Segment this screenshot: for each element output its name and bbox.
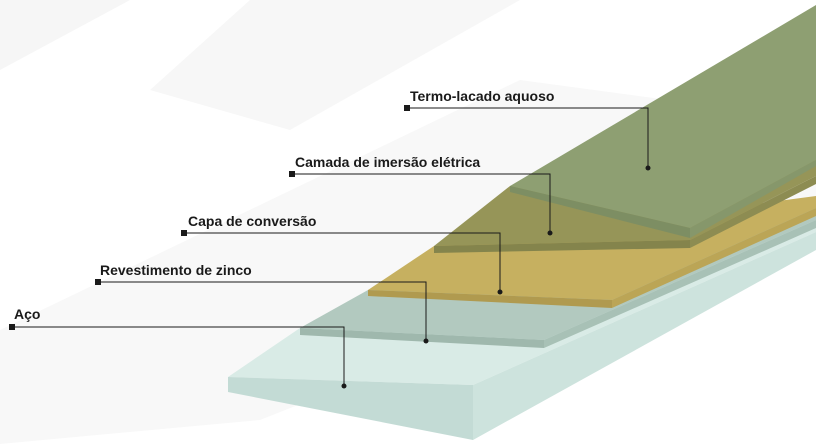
callout-electrodip-line (292, 173, 551, 233)
callout-powder-label: Termo-lacado aquoso (410, 88, 554, 104)
callout-powder-marker (404, 105, 410, 111)
callout-conversion-dot (497, 289, 503, 295)
callout-electrodip: Camada de imersão elétrica (289, 154, 553, 236)
callout-steel-label: Aço (14, 306, 40, 322)
callout-conversion: Capa de conversão (181, 213, 503, 295)
callout-zinc-marker (95, 279, 101, 285)
layer-powder-top (510, 5, 816, 228)
layer-steel-side (473, 232, 816, 440)
callout-electrodip-label: Camada de imersão elétrica (295, 154, 480, 170)
callout-zinc: Revestimento de zinco (95, 262, 429, 344)
callout-conversion-label: Capa de conversão (188, 213, 316, 229)
layer-powder-front (510, 186, 690, 238)
callout-steel-marker (9, 324, 15, 330)
callout-powder: Termo-lacado aquoso (404, 88, 651, 171)
callout-zinc-line (98, 281, 427, 341)
layer-zinc-side (544, 220, 816, 348)
callout-powder-line (407, 107, 649, 168)
callout-steel-line (12, 326, 345, 386)
callout-steel-dot (341, 383, 347, 389)
callout-electrodip-marker (289, 171, 295, 177)
callout-electrodip-dot (547, 230, 553, 236)
callout-conversion-marker (181, 230, 187, 236)
layer-electrodip-front (434, 240, 690, 253)
callout-conversion-line (184, 232, 501, 292)
layer-conversion-front (368, 290, 612, 308)
callout-zinc-label: Revestimento de zinco (100, 262, 252, 278)
layer-powder (510, 5, 816, 238)
layer-electrodip-side (690, 176, 816, 248)
layer-conversion-side (612, 208, 816, 308)
layer-powder-side (690, 160, 816, 238)
callout-steel: Aço (9, 306, 347, 389)
layer-zinc-front (300, 328, 544, 348)
layer-steel-front (228, 377, 473, 440)
callout-zinc-dot (423, 338, 429, 344)
callout-powder-dot (645, 165, 651, 171)
